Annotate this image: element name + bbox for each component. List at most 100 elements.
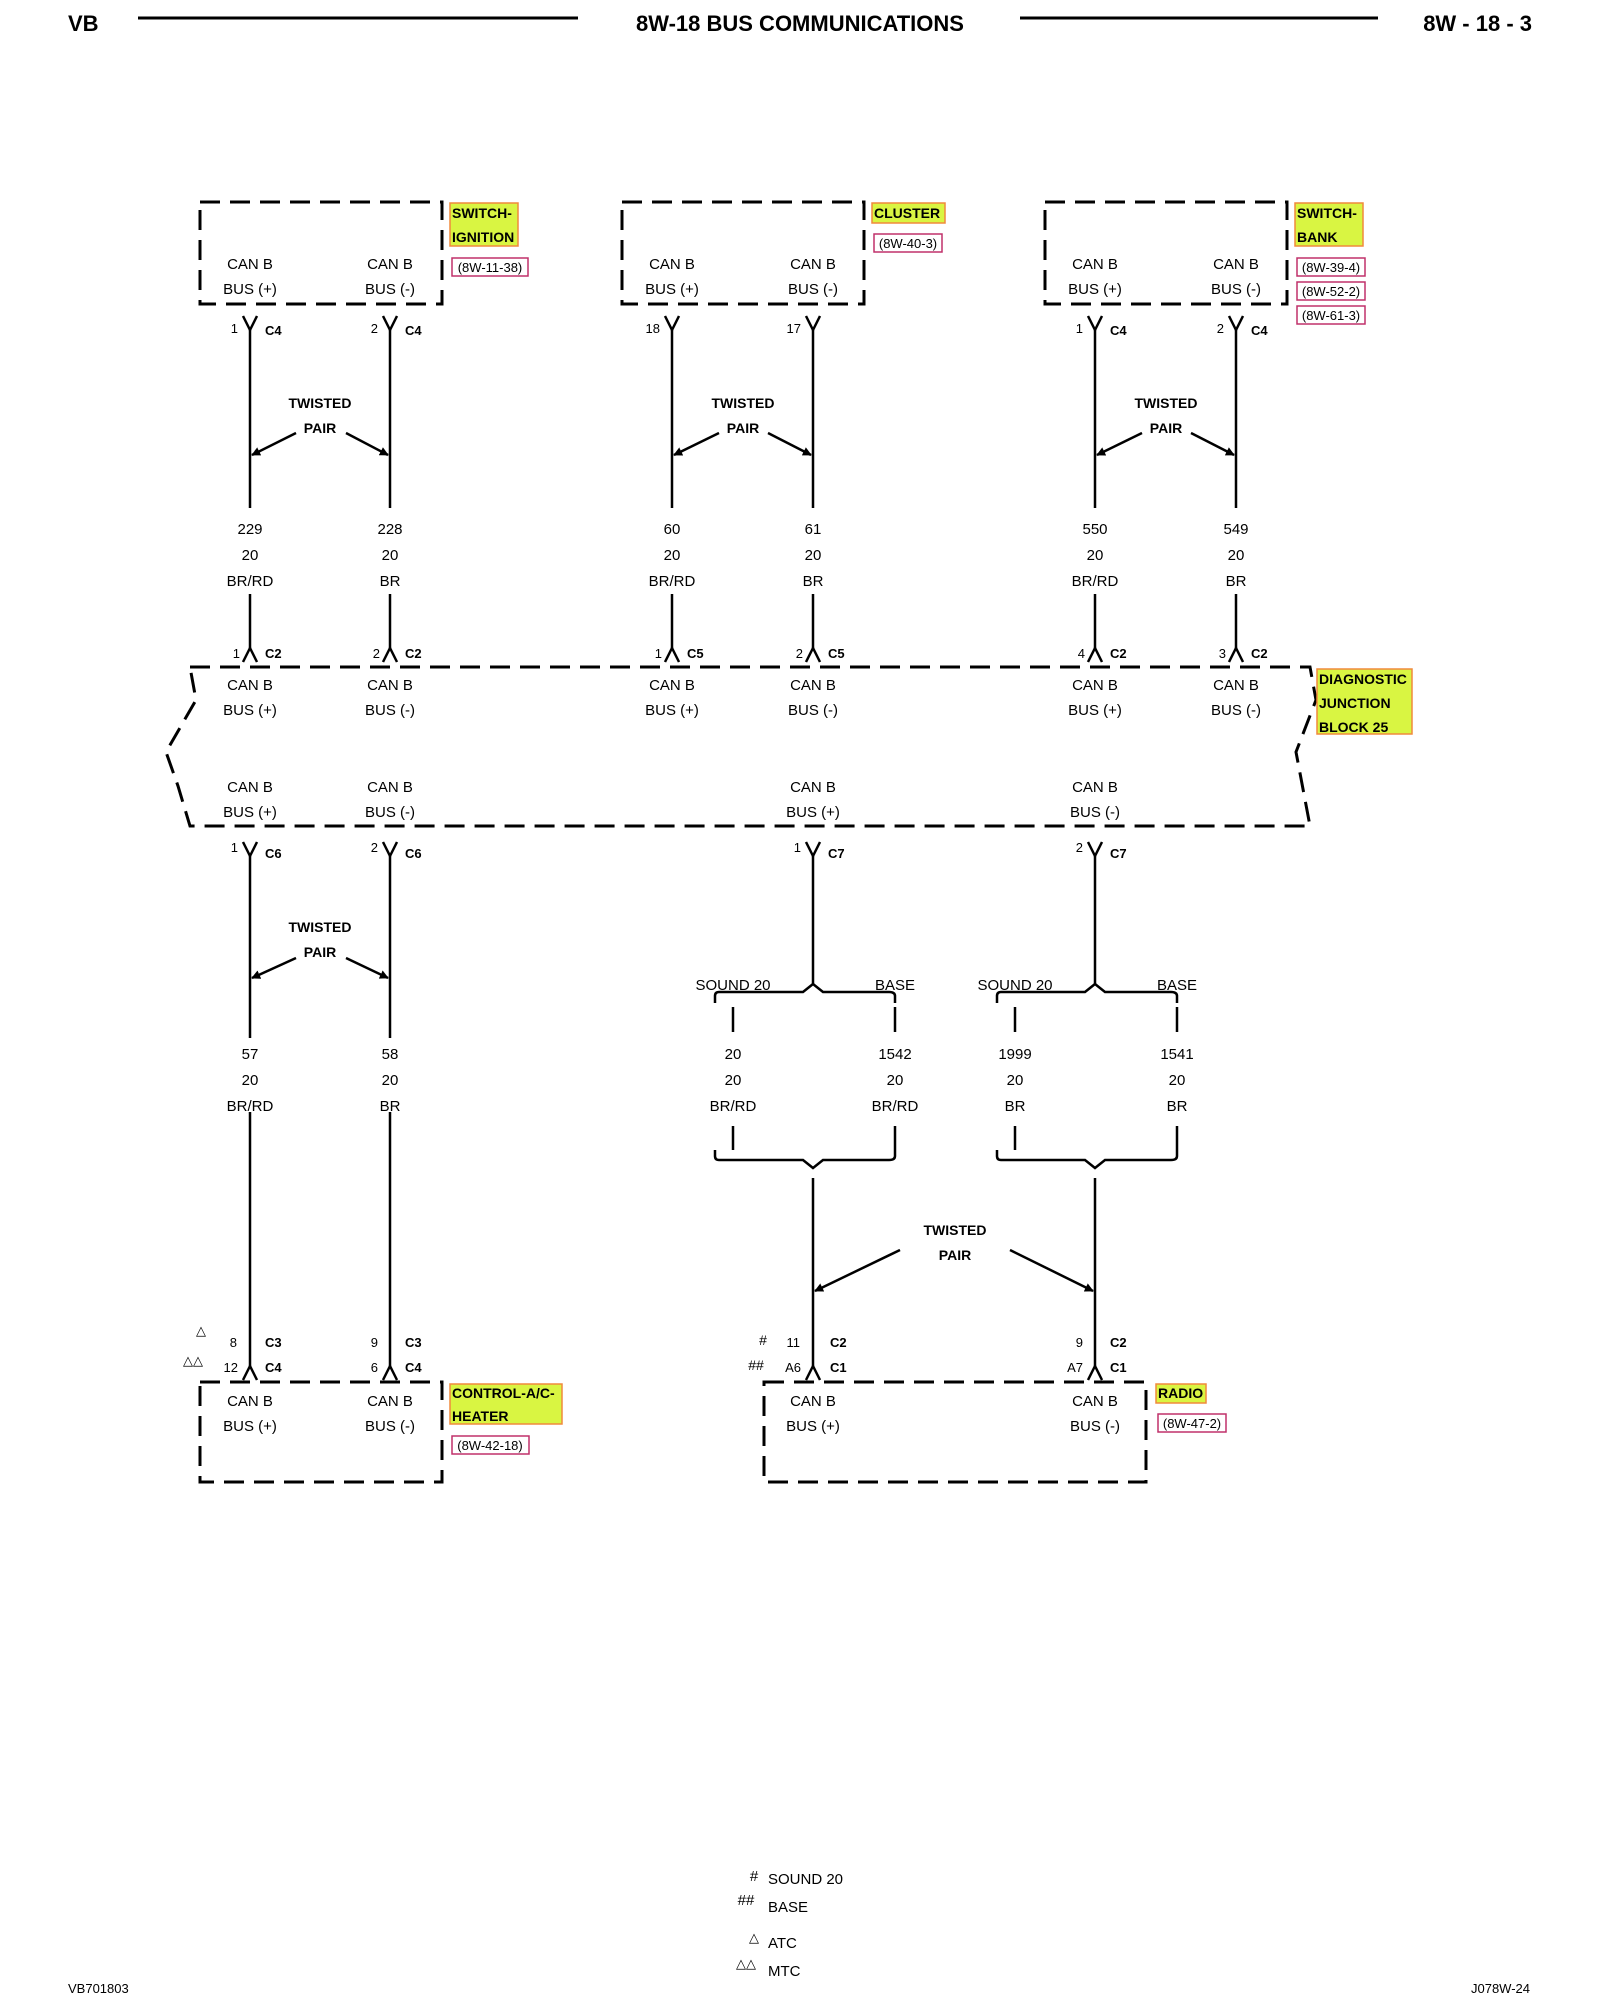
pin-label-can: CAN B [790,256,836,273]
cluster-ref-link[interactable]: (8W-40-3) [873,233,943,253]
pin-number: 2 [796,646,803,661]
wire-circuit: 58 [382,1046,399,1063]
switch-bank-ref-link-1[interactable]: (8W-39-4) [1296,257,1366,277]
wire-circuit: 1999 [998,1046,1031,1063]
svg-text:TWISTED: TWISTED [289,395,352,411]
lower-right-wires: SOUND 20 BASE SOUND 20 BASE 20 20 BR/RD … [695,856,1197,1366]
svg-text:DIAGNOSTIC: DIAGNOSTIC [1319,671,1407,687]
svg-text:CAN B: CAN B [1072,1393,1118,1410]
switch-ignition-label: SWITCH- IGNITION [449,202,519,247]
twisted-pair-callout: TWISTED PAIR [673,395,812,457]
pin-label-bus-neg: BUS (-) [1211,281,1261,298]
pin-number: 1 [233,646,240,661]
pin-number: 2 [1076,840,1083,855]
pin-number: 4 [1078,646,1085,661]
svg-text:CAN B: CAN B [367,779,413,796]
pin-label-bus-pos: BUS (+) [645,281,699,298]
svg-text:PAIR: PAIR [1150,420,1182,436]
connector-id: C4 [1110,323,1127,338]
svg-text:CONTROL-A/C-: CONTROL-A/C- [452,1385,555,1401]
svg-text:BUS (-): BUS (-) [365,804,415,821]
svg-text:(8W-52-2)[interactable]: (8W-52-2) [1302,284,1360,299]
svg-text:CAN B: CAN B [1072,677,1118,694]
pin-number: 1 [794,840,801,855]
connector-id: C7 [828,846,845,861]
switch-bank-box: CAN B BUS (+) CAN B BUS (-) [1043,200,1289,306]
svg-text:(8W-61-3)[interactable]: (8W-61-3) [1302,308,1360,323]
wire-color: BR [803,573,824,590]
svg-text:SWITCH-: SWITCH- [452,205,512,221]
connector-id: C4 [265,1360,282,1375]
twisted-pair-callout: TWISTED PAIR [251,919,389,980]
svg-text:CLUSTER: CLUSTER [874,205,940,221]
pin-label-bus-neg: BUS (-) [788,281,838,298]
wire-color: BR/RD [227,573,274,590]
switch-ignition-ref-link[interactable]: (8W-11-38) [451,257,529,277]
wire-circuit: 61 [805,521,822,538]
legend-symbol: # [750,1868,759,1885]
pin-label-can: CAN B [1213,256,1259,273]
wire-gauge: 20 [1228,547,1245,564]
svg-text:PAIR: PAIR [304,944,336,960]
svg-text:(8W-11-38)[interactable]: (8W-11-38) [458,260,523,275]
svg-text:BUS (-): BUS (-) [1211,702,1261,719]
svg-text:CAN B: CAN B [227,677,273,694]
connector-id: C2 [1110,1335,1127,1350]
wire-gauge: 20 [242,547,259,564]
svg-text:CAN B: CAN B [1072,779,1118,796]
pin-number: 9 [371,1335,378,1350]
wire-color: BR [1167,1098,1188,1115]
bottom-connectors: △ 8 C3 △△ 12 C4 9 C3 6 C4 # 11 C2 ## A6 … [183,1323,1127,1381]
connector-id: C2 [830,1335,847,1350]
switch-bank-ref-link-2[interactable]: (8W-52-2) [1296,281,1366,301]
svg-text:(8W-42-18)[interactable]: (8W-42-18) [457,1438,523,1453]
svg-text:PAIR: PAIR [939,1247,971,1263]
connector-id: C1 [1110,1360,1127,1375]
control-ac-heater-label: CONTROL-A/C- HEATER [449,1383,563,1425]
connector-id: C1 [830,1360,847,1375]
svg-text:(8W-47-2)[interactable]: (8W-47-2) [1163,1416,1221,1431]
connector-id: C6 [405,846,422,861]
svg-text:BLOCK 25: BLOCK 25 [1319,719,1388,735]
svg-text:TWISTED: TWISTED [289,919,352,935]
page-title: 8W-18 BUS COMMUNICATIONS [636,11,964,36]
control-ac-heater-ref-link[interactable]: (8W-42-18) [451,1435,530,1455]
svg-text:PAIR: PAIR [727,420,759,436]
svg-text:(8W-40-3)[interactable]: (8W-40-3) [879,236,937,251]
switch-bank-ref-link-3[interactable]: (8W-61-3) [1296,305,1366,325]
pin-label-can: CAN B [1072,256,1118,273]
pin-number: 6 [371,1360,378,1375]
pin-number: 1 [231,840,238,855]
pin-label-can: CAN B [649,256,695,273]
junction-bottom-connectors: 1 C6 2 C6 1 C7 2 C7 [231,840,1127,861]
switch-bank-label: SWITCH- BANK [1294,202,1364,247]
wire-circuit: 229 [237,521,262,538]
connector-id: C6 [265,846,282,861]
wire-color: BR [1226,573,1247,590]
twisted-pair-callout: TWISTED PAIR [814,1222,1094,1293]
page-number: 8W - 18 - 3 [1423,11,1532,36]
svg-text:BUS (-): BUS (-) [788,702,838,719]
wire-circuit: 228 [377,521,402,538]
connector-id: C3 [265,1335,282,1350]
connector-id: C4 [1251,323,1268,338]
svg-text:BUS (+): BUS (+) [786,1418,840,1435]
svg-text:BUS (+): BUS (+) [223,702,277,719]
svg-text:BUS (+): BUS (+) [645,702,699,719]
cluster-label: CLUSTER [871,202,946,224]
svg-text:BUS (-): BUS (-) [365,1418,415,1435]
svg-text:CAN B: CAN B [790,779,836,796]
wire-gauge: 20 [382,1072,399,1089]
radio-ref-link[interactable]: (8W-47-2) [1157,1413,1227,1433]
twisted-pair-callout: TWISTED PAIR [1096,395,1235,457]
svg-text:(8W-39-4)[interactable]: (8W-39-4) [1302,260,1360,275]
svg-text:CAN B: CAN B [790,677,836,694]
split-label-sound20: SOUND 20 [977,977,1052,994]
svg-text:TWISTED: TWISTED [712,395,775,411]
pin-label-bus-pos: BUS (+) [1068,281,1122,298]
wire-color: BR [1005,1098,1026,1115]
connector-id: C4 [265,323,282,338]
page-header: VB 8W-18 BUS COMMUNICATIONS 8W - 18 - 3 [68,11,1532,36]
legend-symbol: ## [738,1892,755,1909]
